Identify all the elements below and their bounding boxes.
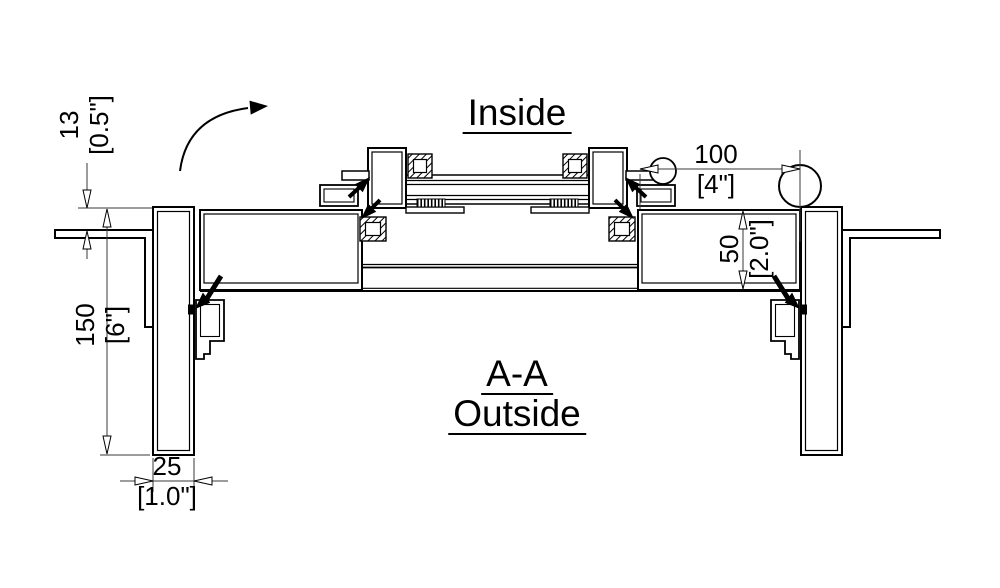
dimension-50: 50 [2.0"]	[714, 219, 774, 279]
dimension-25-inch: [1.0"]	[137, 481, 197, 511]
dimension-100: 100 [4"]	[694, 139, 737, 199]
left-jamb-profile	[152, 206, 195, 456]
section-label: A-A	[481, 355, 553, 395]
dimension-100-inch: [4"]	[696, 169, 736, 199]
dimension-25-mm: 25	[152, 450, 182, 481]
right-sash-lower-block	[636, 184, 676, 207]
center-sill-lines	[200, 263, 801, 292]
gasket-right-top	[562, 153, 588, 179]
left-sash-arm	[341, 170, 370, 181]
dimension-150: 150 [6"]	[70, 303, 130, 346]
dimension-13: 13 [0.5"]	[54, 95, 114, 155]
gasket-left-top	[407, 153, 433, 179]
dimension-50-mm: 50	[713, 234, 744, 264]
dimension-13-inch: [0.5"]	[84, 95, 114, 155]
dimension-150-inch: [6"]	[100, 305, 130, 345]
left-keeper-bracket	[195, 299, 225, 360]
left-wall-flange	[54, 229, 153, 328]
right-jamb-profile	[800, 206, 843, 456]
right-setting-block	[530, 198, 590, 214]
right-keeper-bracket	[770, 299, 800, 360]
gasket-right-bottom	[608, 216, 636, 242]
left-setting-block	[405, 198, 465, 214]
dimension-150-mm: 150	[69, 303, 100, 347]
outside-label: Outside	[448, 395, 586, 435]
gasket-left-bottom	[359, 216, 387, 242]
dimension-50-inch: [2.0"]	[744, 219, 774, 279]
left-sash-stile	[341, 147, 407, 209]
swing-direction-arrow	[179, 100, 268, 172]
dimension-arrowheads	[82, 164, 801, 486]
dimension-13-mm: 13	[53, 110, 84, 140]
right-wall-flange	[842, 229, 941, 328]
inside-label: Inside	[462, 94, 572, 134]
dimension-25: 25 [1.0"]	[137, 451, 197, 511]
left-sash-lower-block	[319, 184, 359, 207]
dimension-100-mm: 100	[694, 138, 738, 169]
left-frame-head-profile	[199, 209, 363, 291]
seal-arrows	[188, 176, 807, 315]
